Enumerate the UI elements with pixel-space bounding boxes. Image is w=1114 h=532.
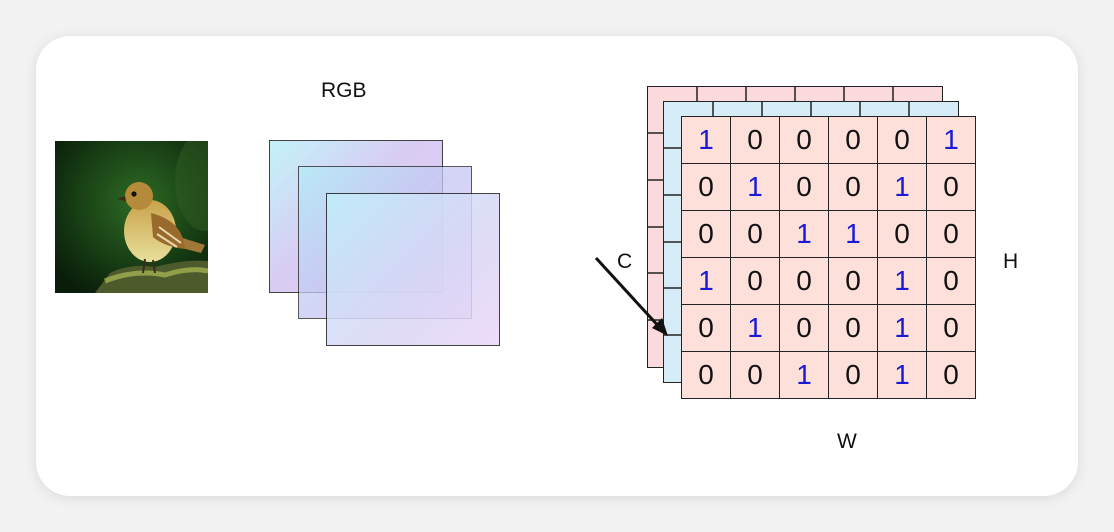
matrix-cell: 1 xyxy=(877,304,927,352)
matrix-cell: 0 xyxy=(730,210,780,258)
channel-axis-label: C xyxy=(617,250,633,273)
matrix-cell: 0 xyxy=(828,304,878,352)
matrix-cell: 1 xyxy=(828,210,878,258)
matrix-cell: 0 xyxy=(877,116,927,164)
matrix-cell: 1 xyxy=(779,351,829,399)
matrix-cell: 0 xyxy=(681,351,731,399)
matrix-cell: 0 xyxy=(681,163,731,211)
matrix-cell: 1 xyxy=(730,304,780,352)
matrix-cell: 0 xyxy=(730,116,780,164)
matrix-cell: 0 xyxy=(877,210,927,258)
matrix-cell: 1 xyxy=(877,163,927,211)
matrix-cell: 0 xyxy=(926,163,976,211)
height-axis-label: H xyxy=(1003,250,1019,273)
width-axis-label: W xyxy=(837,430,857,453)
matrix-cell: 1 xyxy=(681,116,731,164)
matrix-cell: 0 xyxy=(779,116,829,164)
rgb-label: RGB xyxy=(321,79,367,102)
matrix-cell: 0 xyxy=(828,257,878,305)
matrix-cell: 0 xyxy=(926,210,976,258)
channel-arrow xyxy=(594,256,668,336)
matrix-cell: 0 xyxy=(681,304,731,352)
bird-photo xyxy=(55,141,208,293)
matrix-cell: 0 xyxy=(828,116,878,164)
matrix-cell: 0 xyxy=(730,257,780,305)
matrix-cell: 0 xyxy=(926,351,976,399)
channel-plane-front xyxy=(326,193,500,346)
matrix-cell: 1 xyxy=(730,163,780,211)
matrix-cell: 0 xyxy=(779,163,829,211)
matrix-cell: 0 xyxy=(926,304,976,352)
matrix-cell: 0 xyxy=(828,351,878,399)
matrix-cell: 0 xyxy=(926,257,976,305)
matrix-cell: 1 xyxy=(926,116,976,164)
bird-image xyxy=(55,141,208,293)
matrix-cell: 0 xyxy=(779,257,829,305)
matrix-cell: 1 xyxy=(779,210,829,258)
matrix-cell: 1 xyxy=(877,351,927,399)
matrix-cell: 1 xyxy=(877,257,927,305)
matrix-cell: 0 xyxy=(828,163,878,211)
matrix-cell: 1 xyxy=(681,257,731,305)
matrix-cell: 0 xyxy=(730,351,780,399)
matrix-cell: 0 xyxy=(681,210,731,258)
matrix-cell: 0 xyxy=(779,304,829,352)
